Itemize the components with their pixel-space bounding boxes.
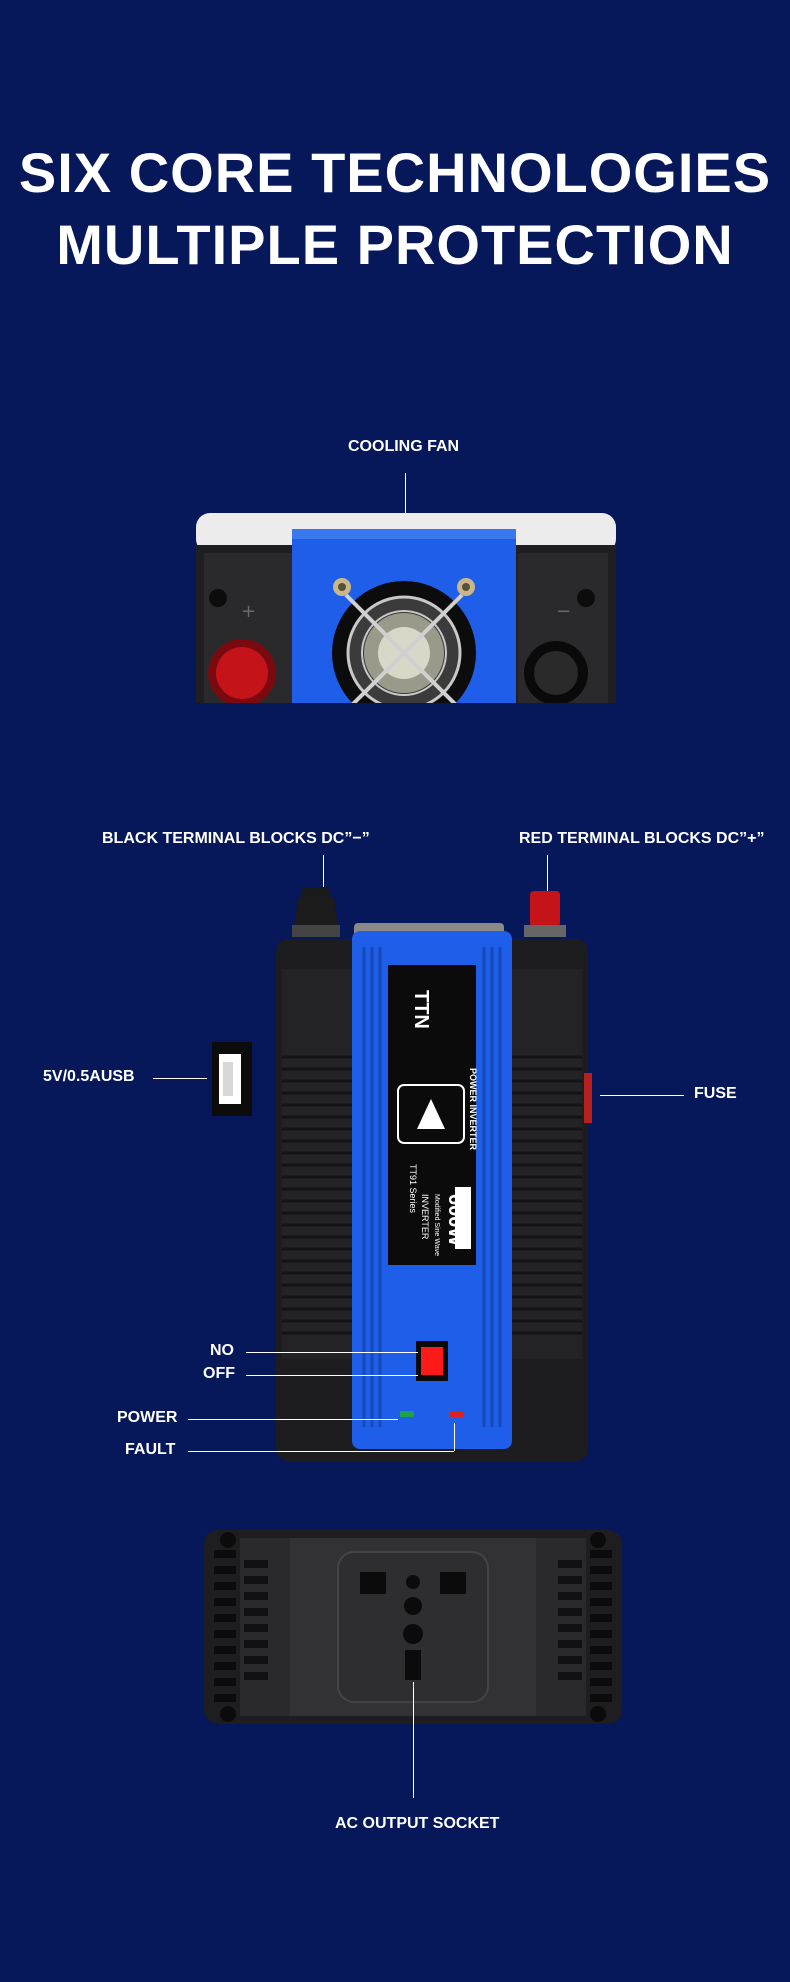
device-product-name: POWER INVERTER <box>468 1068 478 1151</box>
fault-led-label: FAULT <box>125 1441 176 1458</box>
svg-text:+: + <box>241 601 256 622</box>
power-led-leader-line <box>188 1419 398 1420</box>
black-terminal-label: BLACK TERMINAL BLOCKS DC”−” <box>102 830 370 847</box>
device-wave-type: Modified Sine Wave <box>433 1194 440 1256</box>
fuse <box>584 1073 592 1123</box>
svg-text:−: − <box>556 601 571 622</box>
device-brand: TTN <box>410 990 432 1029</box>
ac-output-end-view <box>204 1530 622 1724</box>
device-wattage: 600W <box>444 1194 466 1247</box>
fault-led-leader-line-vertical <box>454 1423 455 1451</box>
fault-led-leader-line <box>188 1451 454 1452</box>
cooling-fan-label: COOLING FAN <box>348 438 460 455</box>
device-series: TT91 Series <box>408 1164 418 1214</box>
inverter-top-view <box>276 887 592 1461</box>
headline-line-1: SIX CORE TECHNOLOGIES <box>18 141 772 204</box>
switch-off-leader-line <box>246 1375 418 1376</box>
usb-label: 5V/0.5AUSB <box>43 1068 135 1085</box>
switch-off-label: OFF <box>203 1365 235 1382</box>
switch-on-leader-line <box>246 1352 418 1353</box>
switch-on-label: NO <box>210 1342 234 1359</box>
headline-line-2: MULTIPLE PROTECTION <box>56 213 734 276</box>
fault-led <box>450 1411 464 1417</box>
device-type: INVERTER <box>420 1194 430 1240</box>
inverter-fan-end-view: + − <box>196 513 616 703</box>
black-terminal-leader-line <box>323 855 324 893</box>
usb-port <box>212 1042 252 1116</box>
power-led <box>400 1411 414 1417</box>
red-terminal-block <box>530 891 560 927</box>
power-switch <box>421 1347 443 1375</box>
fuse-label: FUSE <box>694 1085 737 1102</box>
ac-socket-label: AC OUTPUT SOCKET <box>335 1815 500 1832</box>
ac-socket-leader-line <box>413 1682 414 1798</box>
power-led-label: POWER <box>117 1409 178 1426</box>
usb-leader-line <box>153 1078 207 1079</box>
fuse-leader-line <box>600 1095 684 1096</box>
red-terminal-leader-line <box>547 855 548 893</box>
red-terminal-label: RED TERMINAL BLOCKS DC”+” <box>519 830 765 847</box>
